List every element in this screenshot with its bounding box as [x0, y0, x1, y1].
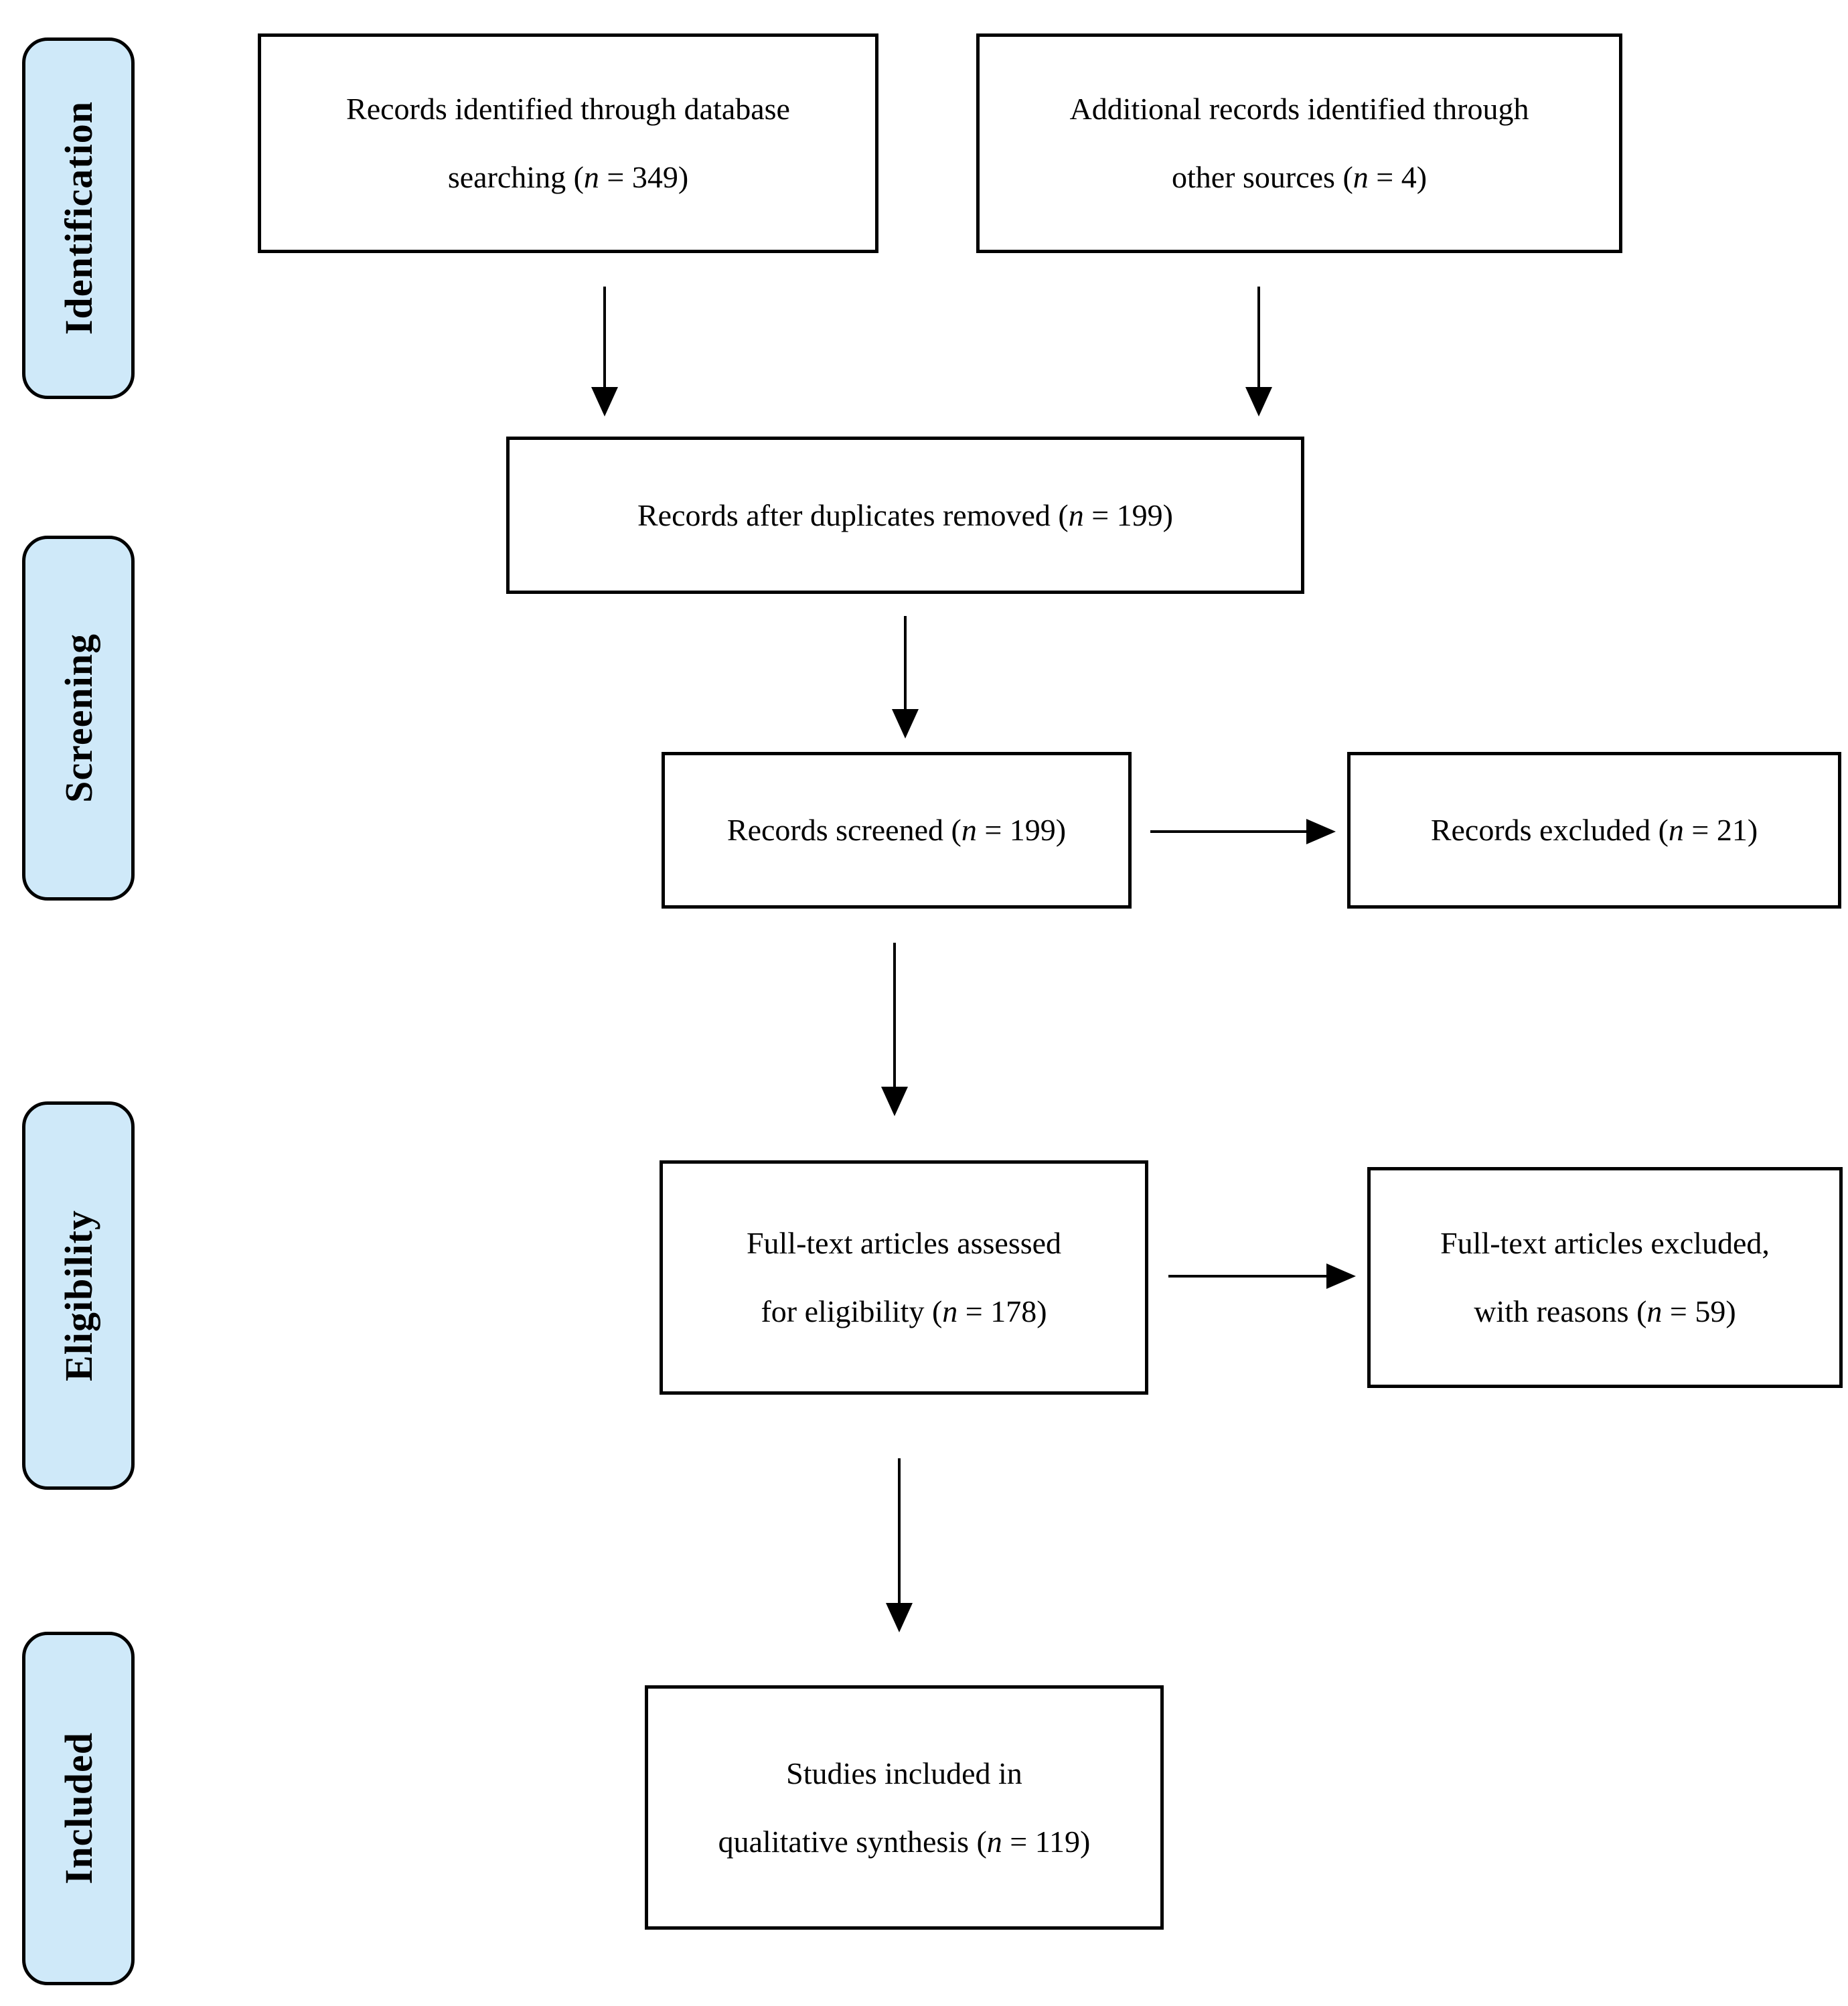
- box-fulltext-assessed: Full-text articles assessed for eligibil…: [660, 1160, 1148, 1395]
- stage-screening-label: Screening: [56, 633, 100, 803]
- arrow-screened-to-fulltext: [881, 943, 908, 1116]
- box-text-line: searching (n = 349): [447, 160, 689, 194]
- arrow-head-down-icon: [591, 387, 618, 416]
- arrow-head-down-icon: [1245, 387, 1272, 416]
- box-text-line: other sources (n = 4): [1171, 160, 1428, 194]
- stage-identification-label: Identification: [56, 101, 100, 335]
- box-text-line: Records excluded (n = 21): [1430, 813, 1758, 847]
- stage-included: Included: [22, 1632, 135, 1985]
- arrow-screened-to-excluded: [1150, 819, 1336, 844]
- stage-included-label: Included: [56, 1732, 100, 1885]
- box-fulltext-excluded: Full-text articles excluded, with reason…: [1367, 1167, 1843, 1388]
- arrow-shaft: [893, 943, 896, 1087]
- stage-eligibility: Eligibility: [22, 1101, 135, 1490]
- arrow-fulltext-to-excluded: [1168, 1263, 1356, 1289]
- arrow-head-down-icon: [881, 1087, 908, 1116]
- box-text-line: with reasons (n = 59): [1474, 1294, 1736, 1328]
- arrow-head-down-icon: [892, 709, 919, 739]
- stage-identification: Identification: [22, 37, 135, 399]
- box-additional-records-other-sources: Additional records identified through ot…: [976, 33, 1622, 253]
- box-records-identified-database: Records identified through database sear…: [258, 33, 878, 253]
- arrow-shaft: [898, 1458, 901, 1603]
- box-text-line: Additional records identified through: [1069, 92, 1529, 126]
- arrow-shaft: [1150, 830, 1306, 833]
- box-text-line: Full-text articles excluded,: [1440, 1226, 1770, 1260]
- arrow-database-to-duplicates: [591, 287, 618, 416]
- box-studies-included-qualitative: Studies included in qualitative synthesi…: [645, 1685, 1164, 1930]
- arrow-shaft: [1168, 1275, 1326, 1278]
- box-text-line: qualitative synthesis (n = 119): [718, 1824, 1091, 1859]
- box-text-line: Records after duplicates removed (n = 19…: [637, 497, 1173, 532]
- arrow-duplicates-to-screened: [892, 616, 919, 739]
- box-text-line: for eligibility (n = 178): [761, 1294, 1047, 1328]
- box-text-line: Studies included in: [786, 1756, 1022, 1790]
- stage-eligibility-label: Eligibility: [56, 1210, 100, 1381]
- box-text-line: Full-text articles assessed: [746, 1226, 1062, 1260]
- stage-screening: Screening: [22, 536, 135, 901]
- arrow-other-sources-to-duplicates: [1245, 287, 1272, 416]
- arrow-shaft: [603, 287, 606, 387]
- arrow-shaft: [904, 616, 907, 709]
- arrow-head-right-icon: [1306, 819, 1336, 844]
- box-records-after-duplicates: Records after duplicates removed (n = 19…: [506, 437, 1304, 594]
- arrow-head-down-icon: [886, 1603, 913, 1632]
- arrow-head-right-icon: [1326, 1263, 1356, 1289]
- box-records-screened: Records screened (n = 199): [662, 752, 1132, 909]
- box-text-line: Records screened (n = 199): [726, 813, 1067, 847]
- arrow-shaft: [1257, 287, 1260, 387]
- box-records-excluded: Records excluded (n = 21): [1347, 752, 1841, 909]
- arrow-fulltext-to-included: [886, 1458, 913, 1632]
- box-text-line: Records identified through database: [346, 92, 790, 126]
